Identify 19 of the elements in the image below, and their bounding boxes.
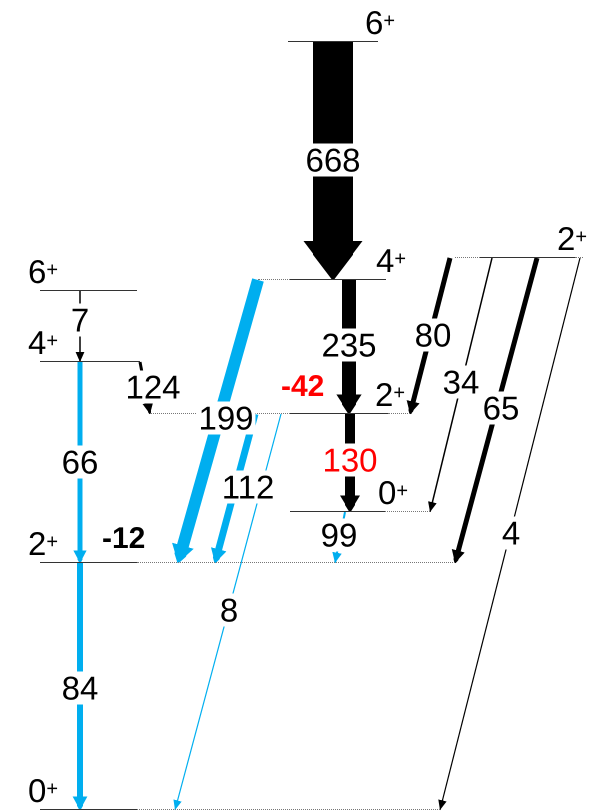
spin-label: 4$^{+}$ xyxy=(376,244,406,278)
level-value: -12 xyxy=(102,523,146,555)
spin-label: 6$^{+}$ xyxy=(28,255,58,289)
spin-label: 2$^{+}$ xyxy=(375,378,406,412)
spin-label: 0$^{+}$ xyxy=(378,476,408,510)
edge-label: 4 xyxy=(500,516,522,550)
transition-arrow xyxy=(438,258,581,810)
spin-label: 4$^{+}$ xyxy=(28,326,58,360)
transition-arrow xyxy=(72,563,88,810)
transition-arrow xyxy=(172,278,264,564)
level-value: -42 xyxy=(281,371,324,403)
spin-label: 2$^{+}$ xyxy=(28,527,58,561)
edge-label: 34 xyxy=(440,366,482,398)
spin-label: 6$^{+}$ xyxy=(365,6,396,40)
transition-arrow xyxy=(452,257,540,564)
spin-label: 0$^{+}$ xyxy=(28,774,58,808)
transition-arrow xyxy=(304,42,362,280)
spin-label: 2$^{+}$ xyxy=(557,222,588,256)
edge-label: 199 xyxy=(196,402,256,434)
